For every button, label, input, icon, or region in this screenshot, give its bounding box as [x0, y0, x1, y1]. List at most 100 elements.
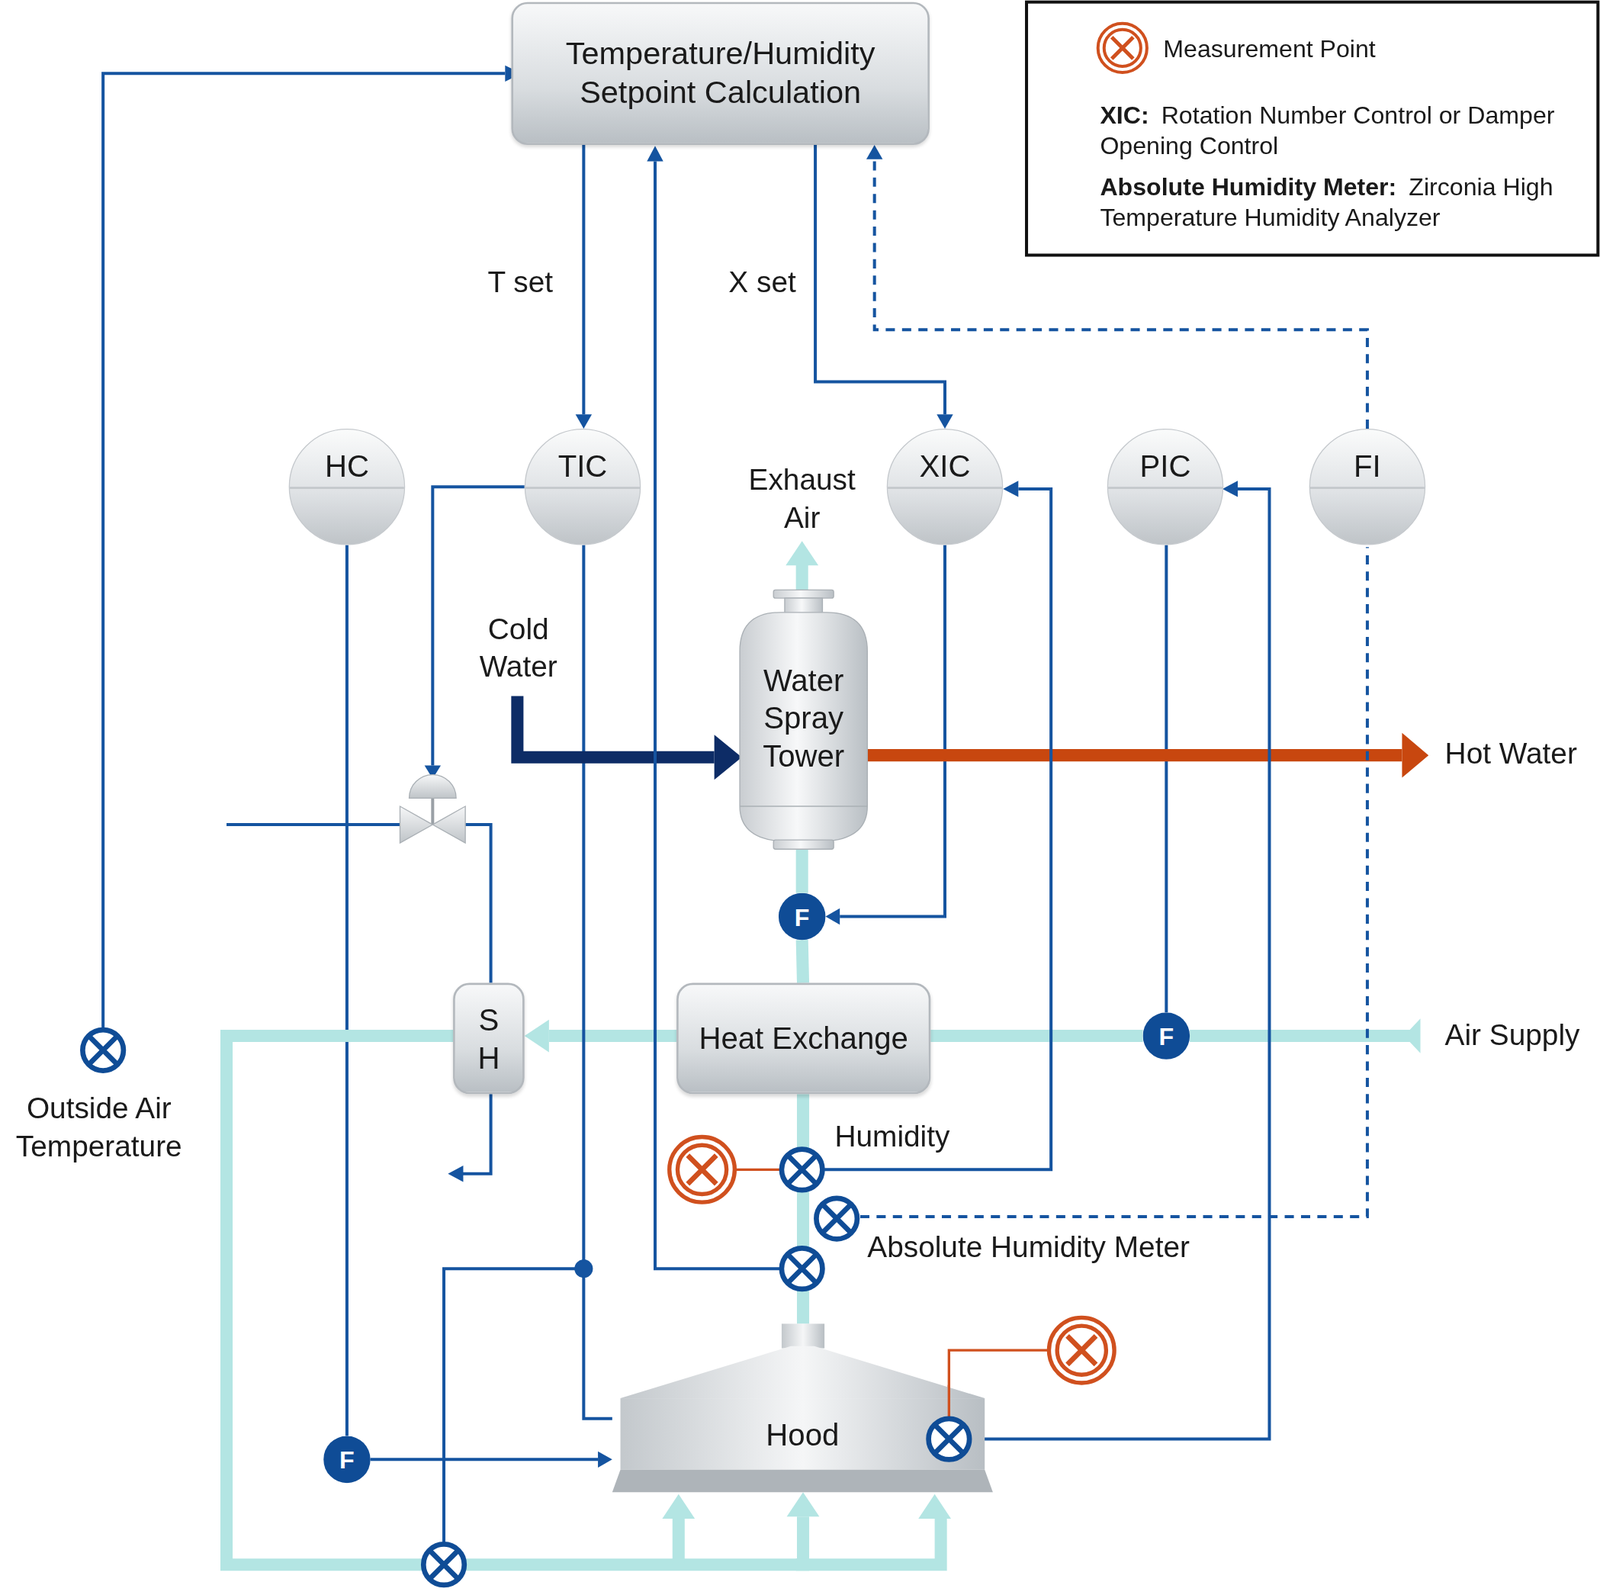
arrow-head	[787, 1491, 820, 1517]
tower-body	[739, 612, 868, 842]
measurement-point	[423, 1543, 465, 1585]
junction-dot	[574, 1259, 593, 1278]
legend-frame	[1026, 2, 1598, 256]
dashed-signal-line	[860, 546, 1368, 1217]
arrow-head	[1222, 480, 1238, 497]
node-text: F	[794, 901, 810, 932]
bubble-divider	[887, 486, 1003, 489]
process-box: Heat Exchange	[676, 983, 931, 1095]
cold-water-line	[517, 696, 714, 758]
signal-line	[971, 488, 1270, 1440]
bubble-divider	[525, 486, 640, 489]
hood-roof	[620, 1346, 986, 1398]
air-supply-inlet	[1404, 1018, 1421, 1053]
instrument-bubble: FI	[1309, 428, 1427, 546]
instrument-bubble: TIC	[524, 428, 642, 546]
tower-neck	[784, 597, 823, 614]
flow-label: Hot Water	[1445, 734, 1600, 773]
measurement-point	[928, 1418, 971, 1460]
bubble-divider	[289, 486, 405, 489]
arrow-head	[575, 414, 592, 429]
legend-key: XIC:	[1099, 100, 1149, 129]
connector-line	[370, 1457, 598, 1461]
tower-flange	[773, 589, 834, 598]
label-text: Exhaust Air	[748, 462, 856, 534]
hood-nozzle	[781, 1323, 825, 1348]
node-text: PIC	[1108, 429, 1223, 485]
measurement-point	[82, 1029, 124, 1071]
node-text: Hood	[612, 1415, 993, 1454]
node-text: F	[1159, 1021, 1175, 1051]
spray-tower: Water Spray Tower	[739, 589, 868, 849]
arrow-head	[825, 908, 840, 925]
signal-connector	[575, 144, 592, 429]
label-text: T set	[488, 265, 554, 299]
tower-seam	[739, 805, 868, 807]
air-supply-line	[1189, 1029, 1419, 1042]
arrow-head	[597, 1451, 613, 1468]
arrow-head	[646, 145, 663, 161]
flow-element: F	[323, 1436, 371, 1484]
hood-vessel: Hood	[612, 1323, 993, 1492]
legend-note: Absolute Humidity Meter:Zirconia High Te…	[1099, 171, 1569, 233]
flow-label: Humidity	[834, 1117, 1008, 1156]
flow-label: Cold Water	[456, 610, 580, 686]
bubble-divider	[1108, 486, 1223, 489]
legend-key: Absolute Humidity Meter:	[1099, 172, 1397, 200]
hot-water-arrow	[1401, 732, 1429, 778]
flow-element: F	[1143, 1012, 1191, 1060]
node-text: S H	[473, 1000, 505, 1077]
edge-label: X set	[728, 263, 810, 302]
arrow-head	[1002, 480, 1019, 497]
label-text: Absolute Humidity Meter	[867, 1230, 1190, 1264]
signal-connector	[346, 544, 347, 1436]
label-text: Air Supply	[1445, 1018, 1581, 1051]
label-text: Humidity	[834, 1119, 950, 1153]
exhaust-line	[796, 563, 809, 592]
measurement-point	[816, 1198, 858, 1240]
node-text: F	[339, 1444, 355, 1475]
label-text: Hot Water	[1445, 736, 1578, 770]
process-box: Temperature/Humidity Setpoint Calculatio…	[510, 2, 930, 145]
node-text: FI	[1310, 429, 1425, 485]
air-branch-arrow	[661, 1493, 695, 1519]
connector-line	[345, 544, 349, 1436]
analyzer-lead	[947, 1384, 951, 1417]
arrow-head	[524, 1019, 550, 1053]
process-box: S H	[453, 983, 525, 1095]
node-text: Heat Exchange	[698, 1019, 908, 1058]
legend-note: XIC:Rotation Number Control or Damper Op…	[1099, 99, 1569, 161]
flow-label: Absolute Humidity Meter	[867, 1228, 1276, 1267]
label-text: X set	[728, 265, 796, 299]
arrow-head	[447, 1165, 463, 1182]
signal-connector	[370, 1451, 613, 1468]
legend-symbol	[1098, 23, 1147, 73]
legend-text: Measurement Point	[1163, 29, 1572, 68]
measurement-point	[781, 1247, 823, 1289]
arrow-head	[936, 414, 953, 429]
connector-line	[583, 544, 612, 1418]
analyzer-point	[1048, 1317, 1115, 1383]
flow-element: F	[778, 893, 826, 941]
signal-connector	[815, 144, 954, 429]
node-text: Water Spray Tower	[739, 660, 868, 775]
valve-body	[400, 806, 434, 843]
edge-label: T set	[488, 263, 570, 302]
node-text: TIC	[525, 429, 640, 485]
connector-line	[581, 144, 585, 415]
signal-line	[102, 73, 505, 1028]
flow-label: Air Supply	[1445, 1016, 1600, 1055]
air-branch-line	[678, 1516, 942, 1565]
steam-line	[226, 824, 492, 1174]
bubble-divider	[1310, 486, 1425, 489]
connector-line	[802, 939, 804, 983]
signal-connector	[583, 544, 612, 1418]
signal-arrows	[424, 65, 1238, 1279]
instrument-bubble: PIC	[1107, 428, 1225, 546]
node-text: HC	[289, 429, 405, 485]
hot-water-line	[867, 748, 1402, 762]
valve-body	[432, 806, 466, 843]
node-text: Temperature/Humidity Setpoint Calculatio…	[513, 34, 928, 113]
measurement-point	[935, 1425, 963, 1453]
